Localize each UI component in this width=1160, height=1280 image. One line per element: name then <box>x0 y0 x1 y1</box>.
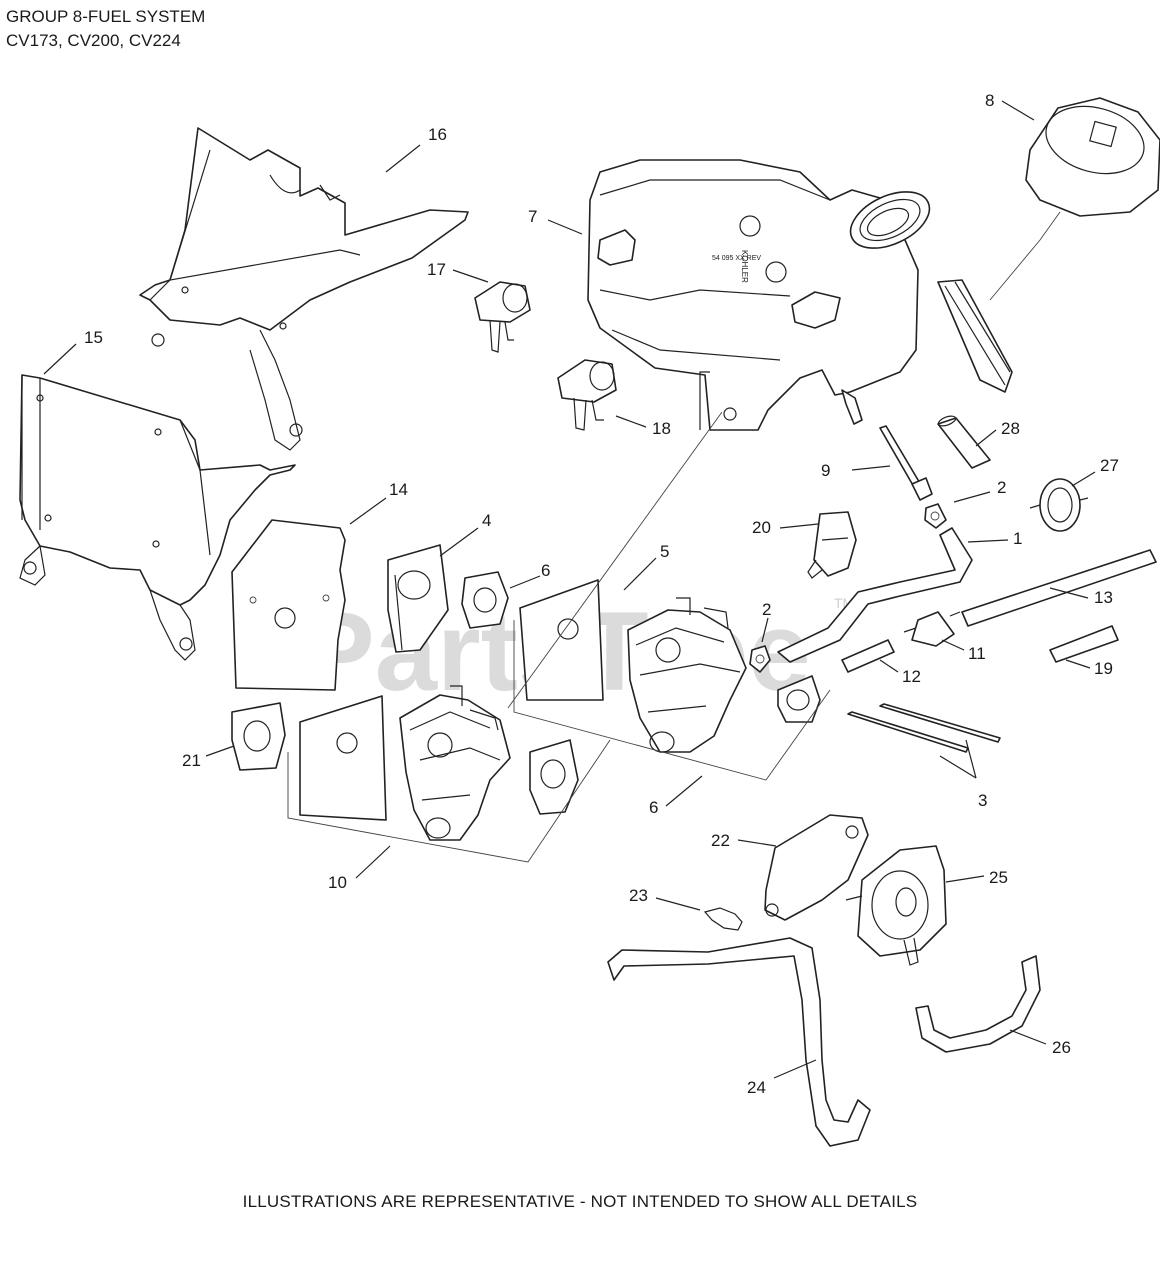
callout-25: 24 <box>747 1078 766 1097</box>
callout-7: 6 <box>541 561 550 580</box>
callout-17: 16 <box>428 125 447 144</box>
callout-13: 12 <box>902 667 921 686</box>
tank-brand-label: KOHLER <box>740 250 749 283</box>
reference-line <box>507 411 723 709</box>
callout-18: 17 <box>427 260 446 279</box>
part-18-shutoff-valve <box>474 281 531 353</box>
callout-26: 25 <box>989 868 1008 887</box>
callout-2-lower: 2 <box>762 600 771 619</box>
kit-11-group <box>287 685 611 863</box>
callout-8: 7 <box>528 207 537 226</box>
part-24-clip <box>703 907 743 931</box>
part-25-fuel-line <box>607 937 871 1147</box>
part-16-bracket <box>19 374 296 661</box>
part-2-clamp-upper <box>924 503 947 529</box>
part-8-fuel-tank: KOHLER 54 095 XX REV <box>587 159 931 431</box>
callout-22: 21 <box>182 751 201 770</box>
callout-5: 5 <box>660 542 669 561</box>
kit-6-group <box>513 597 831 781</box>
part-13-hose <box>841 639 895 673</box>
page-title: GROUP 8-FUEL SYSTEM <box>6 7 206 26</box>
callout-24: 23 <box>629 886 648 905</box>
part-23-bracket <box>764 814 869 921</box>
callout-23: 22 <box>711 831 730 850</box>
part-4-spacer <box>387 544 449 653</box>
disclaimer-note: ILLUSTRATIONS ARE REPRESENTATIVE - NOT I… <box>242 1192 918 1211</box>
callout-27: 26 <box>1052 1038 1071 1057</box>
part-14-fuel-line <box>961 549 1157 627</box>
callout-21: 20 <box>752 518 771 537</box>
part-5-plate <box>519 579 604 701</box>
part-21-shutoff-valve <box>807 511 857 579</box>
callout-28: 27 <box>1100 456 1119 475</box>
part-26-fuel-pump <box>845 845 947 966</box>
part-22-gasket <box>231 702 286 771</box>
part-20-hose <box>1049 625 1119 663</box>
callout-3: 3 <box>978 791 987 810</box>
part-3-studs <box>847 703 1001 753</box>
part-17-bracket <box>139 127 469 451</box>
callout-9: 8 <box>985 91 994 110</box>
part-2-clamp-lower <box>749 645 771 673</box>
part-27-fuel-line <box>915 955 1041 1053</box>
callout-2-upper: 2 <box>997 478 1006 497</box>
part-15-gasket-plate <box>231 519 346 691</box>
part-7-gasket <box>461 571 509 629</box>
part-1-fuel-line <box>777 527 973 663</box>
callout-15: 14 <box>389 480 408 499</box>
tank-part-code: 54 095 XX REV <box>712 255 761 262</box>
callout-29: 28 <box>1001 419 1020 438</box>
callouts: 8 16 7 17 15 18 28 9 27 2 14 4 20 1 5 6 <box>43 91 1119 1097</box>
part-9-fuel-cap <box>937 97 1160 393</box>
callout-1: 1 <box>1013 529 1022 548</box>
callout-14: 13 <box>1094 588 1113 607</box>
part-12-inline-filter <box>903 611 961 647</box>
callout-11: 10 <box>328 873 347 892</box>
callout-16: 15 <box>84 328 103 347</box>
part-10-screw <box>879 425 933 501</box>
callout-10: 9 <box>821 461 830 480</box>
part-28-fuel-filter <box>1029 478 1089 532</box>
callout-19: 18 <box>652 419 671 438</box>
model-list: CV173, CV200, CV224 <box>6 31 181 50</box>
callout-12: 11 <box>968 644 986 663</box>
part-29-hose <box>937 415 991 469</box>
part-19-shutoff-valve <box>557 359 617 431</box>
callout-4: 4 <box>482 511 491 530</box>
callout-20: 19 <box>1094 659 1113 678</box>
callout-6: 6 <box>649 798 658 817</box>
